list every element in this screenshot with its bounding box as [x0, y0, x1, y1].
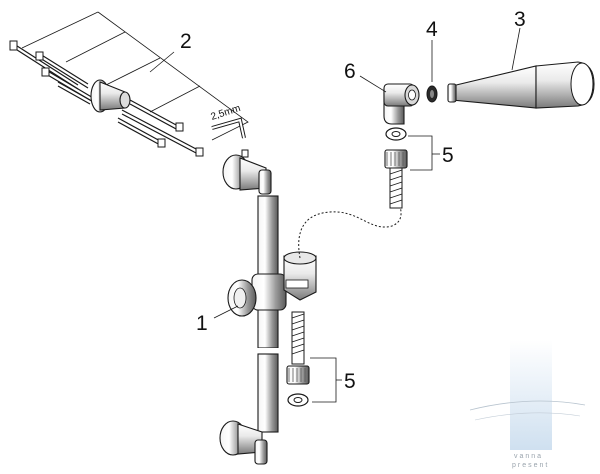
- callout-5b: 5: [344, 370, 356, 393]
- upper-wall-bracket: [222, 154, 272, 195]
- slider-assembly: [227, 251, 317, 317]
- o-ring: [426, 85, 438, 103]
- screw-right-long: [121, 109, 204, 157]
- washer-upper: [385, 127, 407, 141]
- screw-lower-left: [57, 81, 91, 105]
- screw-upper-left: [9, 40, 79, 90]
- hose-nut-lower: [286, 311, 310, 385]
- callout-6: 6: [344, 60, 356, 83]
- shower-hose: [298, 205, 402, 259]
- rail-tube-lower: [257, 353, 279, 433]
- callout-3: 3: [514, 8, 526, 31]
- mounting-kit: 2,5mm: [9, 11, 249, 158]
- screw-right-lower: [117, 117, 166, 148]
- callout-6-leader: [359, 75, 387, 93]
- callout-4: 4: [426, 18, 438, 41]
- watermark-line1: vanna: [514, 453, 543, 460]
- callout-5a-leader: [408, 135, 433, 171]
- callout-5a: 5: [442, 144, 454, 167]
- lower-wall-bracket: [219, 420, 268, 465]
- hex-key: [211, 117, 246, 139]
- callout-5b-leader: [310, 357, 337, 403]
- callout-2-leader: [149, 51, 175, 73]
- hand-shower: [447, 61, 595, 109]
- callout-3-leader: [511, 27, 521, 71]
- shower-rail: [219, 154, 317, 465]
- screw-right-upper: [129, 99, 184, 132]
- callout-2: 2: [180, 30, 192, 53]
- rail-tube-upper: [257, 195, 279, 349]
- callout-1-leader: [213, 305, 239, 319]
- washer-lower: [287, 393, 309, 407]
- wall-flange: [90, 79, 131, 113]
- watermark-logo: vanna present: [469, 340, 586, 469]
- elbow-connector: [383, 83, 420, 125]
- watermark-line2: present: [512, 462, 549, 469]
- set-screw: [241, 149, 249, 158]
- hose-nut-upper: [384, 149, 408, 209]
- screw-upper-mid: [35, 51, 89, 89]
- callout-1: 1: [196, 312, 208, 335]
